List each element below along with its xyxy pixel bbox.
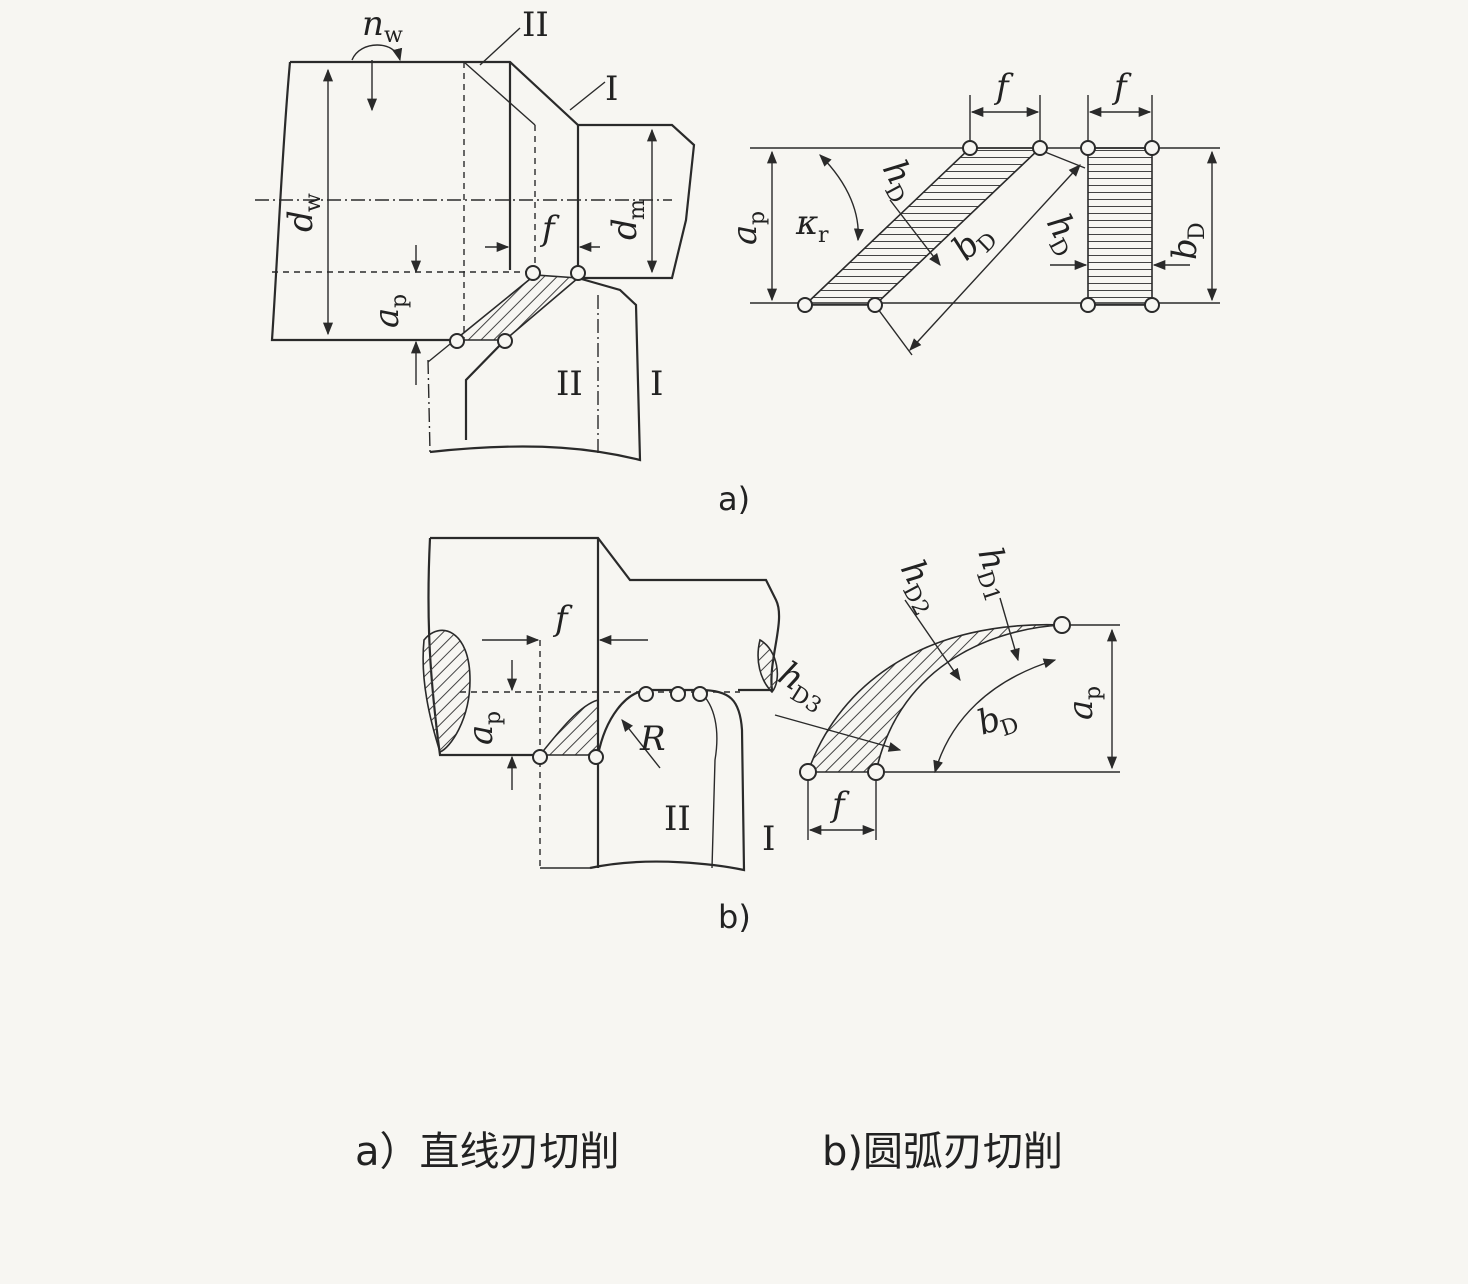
svg-text:D: D bbox=[1185, 222, 1210, 240]
label-ap-b-right: a bbox=[1061, 700, 1101, 720]
svg-text:m: m bbox=[625, 199, 650, 220]
label-f-a-left: f bbox=[539, 209, 560, 249]
label-dm: d bbox=[605, 218, 645, 240]
label-nw: n bbox=[362, 4, 384, 44]
figure-b-left-labels: f a p R II I bbox=[461, 599, 775, 859]
svg-text:w: w bbox=[301, 193, 326, 212]
panel-label-b: b) bbox=[718, 898, 751, 936]
label-dw: d bbox=[281, 210, 321, 232]
label-roman-II-b: II bbox=[664, 799, 691, 839]
label-roman-I-top: I bbox=[605, 69, 618, 109]
label-f-b-left: f bbox=[552, 599, 573, 639]
label-roman-II-top: II bbox=[522, 5, 549, 45]
figure-a-left-labels: n w II I d w d m f a p II I bbox=[281, 4, 663, 404]
label-f-b-right: f bbox=[829, 785, 850, 825]
label-ap-a-left: a bbox=[367, 308, 407, 328]
svg-text:p: p bbox=[1081, 686, 1106, 700]
svg-text:D1: D1 bbox=[971, 568, 1005, 606]
label-ap-b-left: a bbox=[461, 725, 501, 745]
label-ap-a-right: a bbox=[725, 225, 765, 245]
label-roman-I-tool: I bbox=[650, 364, 663, 404]
figure-a-workpiece bbox=[255, 27, 696, 462]
figure-a-chip-sections bbox=[750, 95, 1220, 356]
caption-a: a）直线刃切削 bbox=[355, 1129, 620, 1175]
figure-b-chip-section bbox=[774, 597, 1120, 840]
svg-text:p: p bbox=[745, 211, 770, 225]
svg-text:r: r bbox=[818, 223, 829, 248]
label-roman-I-b: I bbox=[762, 819, 775, 859]
caption-b: b)圆弧刃切削 bbox=[822, 1129, 1063, 1175]
figure-b-right-labels: h D1 h D2 h D3 b D a p f bbox=[771, 542, 1106, 825]
figure-b-workpiece bbox=[422, 536, 781, 872]
label-roman-II-tool: II bbox=[556, 364, 583, 404]
label-bD-a-right: b bbox=[1165, 238, 1205, 260]
panel-label-a: a) bbox=[718, 480, 750, 518]
label-f-a-right-1: f bbox=[993, 67, 1014, 107]
label-f-a-right-2: f bbox=[1111, 67, 1132, 107]
label-kr: κ bbox=[795, 203, 818, 243]
svg-text:p: p bbox=[481, 711, 506, 725]
label-R: R bbox=[639, 719, 666, 759]
svg-text:w: w bbox=[384, 23, 403, 48]
svg-text:p: p bbox=[387, 294, 412, 308]
